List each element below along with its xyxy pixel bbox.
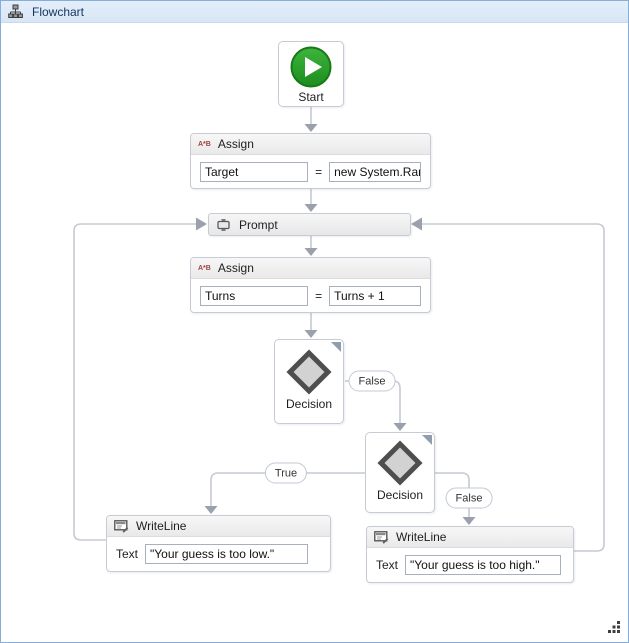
- diamond-icon: [286, 349, 332, 395]
- diamond-icon: [377, 440, 423, 486]
- collapse-corner-icon[interactable]: [330, 341, 342, 353]
- page-title: Flowchart: [32, 4, 85, 19]
- activity-body: Turns = Turns + 1: [191, 279, 430, 313]
- writeline-activity-high[interactable]: WriteLine Text "Your guess is too high.": [366, 526, 574, 583]
- connector-loop-right[interactable]: [422, 223, 605, 552]
- activity-header[interactable]: WriteLine: [107, 516, 330, 537]
- titlebar: Flowchart: [1, 1, 628, 23]
- arrowhead-icon: [462, 517, 476, 525]
- arrowhead-icon: [304, 330, 318, 338]
- activity-header[interactable]: A*B Assign: [191, 258, 430, 279]
- resize-grip-icon[interactable]: [607, 620, 621, 634]
- assign-value-field[interactable]: new System.Random: [329, 162, 421, 182]
- activity-title: WriteLine: [396, 530, 447, 544]
- arrowhead-icon: [393, 423, 407, 431]
- writeline-console-icon: [114, 519, 129, 533]
- assign-ab-icon: A*B: [198, 264, 211, 272]
- writeline-activity-low[interactable]: WriteLine Text "Your guess is too low.": [106, 515, 331, 572]
- play-icon: [290, 46, 332, 87]
- arrowhead-icon: [304, 204, 318, 212]
- decision-node-second[interactable]: Decision: [365, 432, 435, 513]
- decision-label: Decision: [376, 488, 424, 502]
- activity-header[interactable]: WriteLine: [367, 527, 573, 548]
- arrowhead-icon: [411, 217, 422, 231]
- collapse-corner-icon[interactable]: [421, 434, 433, 446]
- decision-label: Decision: [285, 397, 333, 411]
- writeline-text-field[interactable]: "Your guess is too high.": [405, 555, 562, 575]
- arrowhead-icon: [304, 124, 318, 132]
- branch-label-false-second[interactable]: False: [445, 487, 493, 509]
- flowchart-icon: [8, 4, 23, 18]
- prompt-activity[interactable]: Prompt: [208, 213, 411, 236]
- text-label: Text: [116, 547, 139, 561]
- writeline-text-field[interactable]: "Your guess is too low.": [145, 544, 309, 564]
- activity-header[interactable]: A*B Assign: [191, 134, 430, 155]
- branch-label-true-second[interactable]: True: [264, 462, 308, 484]
- activity-body: Text "Your guess is too high.": [367, 548, 573, 582]
- equals-sign: =: [315, 289, 323, 303]
- activity-body: Target = new System.Random: [191, 155, 430, 189]
- writeline-console-icon: [374, 530, 389, 544]
- assign-activity-target[interactable]: A*B Assign Target = new System.Random: [190, 133, 431, 189]
- arrowhead-icon: [304, 248, 318, 256]
- activity-title: WriteLine: [136, 519, 187, 533]
- assign-value-field[interactable]: Turns + 1: [329, 286, 421, 306]
- text-label: Text: [376, 558, 399, 572]
- activity-icon: [217, 218, 230, 231]
- connector-decision2-false[interactable]: [434, 472, 470, 517]
- assign-to-field[interactable]: Turns: [200, 286, 309, 306]
- decision-node-first[interactable]: Decision: [274, 339, 344, 424]
- start-node[interactable]: Start: [278, 41, 344, 107]
- activity-title: Assign: [217, 137, 254, 151]
- equals-sign: =: [315, 165, 323, 179]
- arrowhead-icon: [196, 217, 207, 231]
- assign-to-field[interactable]: Target: [200, 162, 309, 182]
- connector-decision2-true[interactable]: [210, 472, 365, 506]
- assign-ab-icon: A*B: [198, 140, 211, 148]
- connector-loop-left[interactable]: [73, 223, 196, 541]
- activity-title: Assign: [217, 261, 254, 275]
- activity-body: Text "Your guess is too low.": [107, 537, 330, 571]
- start-label: Start: [298, 89, 324, 104]
- arrowhead-icon: [204, 506, 218, 514]
- branch-label-false-first[interactable]: False: [348, 370, 396, 392]
- activity-title: Prompt: [239, 217, 278, 232]
- assign-activity-turns[interactable]: A*B Assign Turns = Turns + 1: [190, 257, 431, 313]
